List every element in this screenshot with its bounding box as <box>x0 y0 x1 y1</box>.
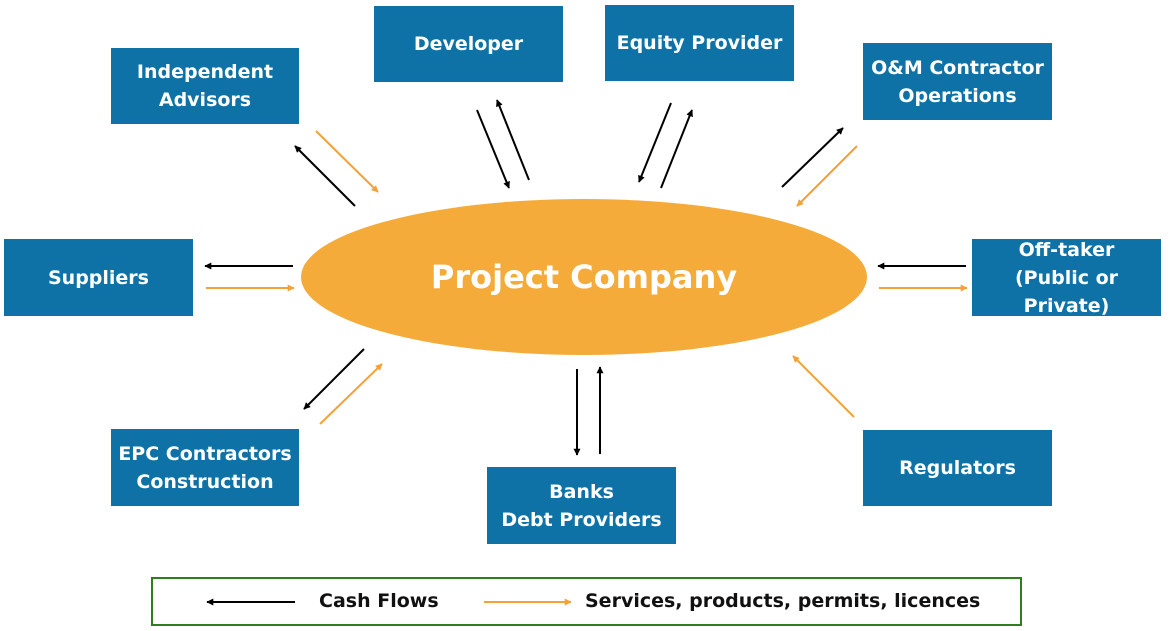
equity-return-arrow <box>660 109 693 189</box>
developer-label: Developer <box>413 33 524 55</box>
om-cash-arrow <box>781 127 844 188</box>
offtaker-node: Off-taker (Public or Private) <box>972 239 1161 317</box>
equity-provider-label: Equity Provider <box>616 32 783 54</box>
independent-advisors-label: Independent Advisors <box>136 61 274 111</box>
equity-cash-arrow <box>638 102 672 183</box>
advisors-cash-arrow <box>294 145 356 207</box>
legend-arrows <box>206 598 572 606</box>
equity-provider-node: Equity Provider <box>605 5 794 81</box>
om-service-arrow <box>796 145 858 207</box>
legend: Cash Flows Services, products, permits, … <box>151 577 1022 626</box>
independent-advisors-node: Independent Advisors <box>111 48 299 124</box>
banks-label: Banks Debt Providers <box>501 480 662 531</box>
om-contractor-label: O&M Contractor Operations <box>871 56 1044 107</box>
suppliers-node: Suppliers <box>4 239 193 316</box>
om-contractor-node: O&M Contractor Operations <box>863 43 1052 120</box>
banks-node: Banks Debt Providers <box>487 467 676 544</box>
regulators-label: Regulators <box>899 457 1016 479</box>
epc-contractors-label: EPC Contractors Construction <box>118 442 292 493</box>
advisors-service-arrow <box>315 130 379 193</box>
suppliers-label: Suppliers <box>47 266 149 289</box>
regulators-service-arrow <box>792 355 855 418</box>
developer-return-arrow <box>496 99 530 181</box>
legend-services-label: Services, products, permits, licences <box>585 590 981 612</box>
project-company-label: Project Company <box>430 258 738 296</box>
epc-service-arrow <box>319 363 383 425</box>
offtaker-label: Off-taker (Public or Private) <box>1014 238 1119 317</box>
project-company-ellipse: Project Company <box>301 199 867 355</box>
developer-node: Developer <box>374 6 563 82</box>
developer-cash-arrow <box>476 109 510 189</box>
epc-cash-arrow <box>303 348 365 410</box>
epc-contractors-node: EPC Contractors Construction <box>111 429 299 506</box>
legend-cash-flows-label: Cash Flows <box>319 590 439 612</box>
regulators-node: Regulators <box>863 430 1052 506</box>
